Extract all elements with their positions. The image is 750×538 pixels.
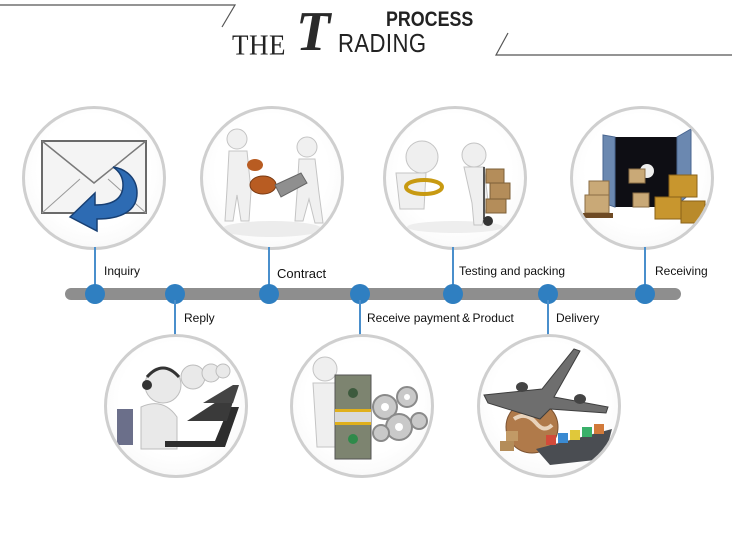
timeline-node <box>635 284 655 304</box>
step-connector <box>268 247 270 287</box>
title-rading: RADING <box>338 28 427 58</box>
step-label: Reply <box>184 311 215 325</box>
title-process: PROCESS <box>386 8 474 31</box>
title-the: THE <box>232 29 286 61</box>
step-connector <box>174 300 176 336</box>
timeline-node <box>165 284 185 304</box>
call-center-icon <box>104 334 248 478</box>
step-label: Contract <box>277 266 327 281</box>
timeline-node <box>443 284 463 304</box>
step-connector <box>644 247 646 287</box>
header-line-right <box>494 32 732 56</box>
plane-ship-globe-icon <box>477 334 621 478</box>
step-label: Inquiry <box>104 264 141 278</box>
step-label: Testing and packing <box>459 264 566 278</box>
step-connector <box>452 247 454 287</box>
timeline-node <box>259 284 279 304</box>
step-connector <box>94 247 96 287</box>
step-connector <box>359 300 361 336</box>
timeline-node <box>85 284 105 304</box>
contract-stamp-icon <box>200 106 344 250</box>
step-connector <box>547 300 549 336</box>
step-label: Delivery <box>556 311 600 325</box>
timeline-bar <box>65 288 681 300</box>
timeline-node <box>350 284 370 304</box>
inspection-cart-icon <box>383 106 527 250</box>
step-label: Receive payment & Product <box>367 311 514 325</box>
header-line-left <box>0 4 237 28</box>
title-big-t: T <box>296 1 331 63</box>
timeline-node <box>538 284 558 304</box>
envelope-reply-icon <box>22 106 166 250</box>
step-label: Receiving <box>655 264 708 278</box>
money-gears-icon <box>290 334 434 478</box>
container-boxes-icon <box>570 106 714 250</box>
header-decor-lines <box>0 4 732 56</box>
